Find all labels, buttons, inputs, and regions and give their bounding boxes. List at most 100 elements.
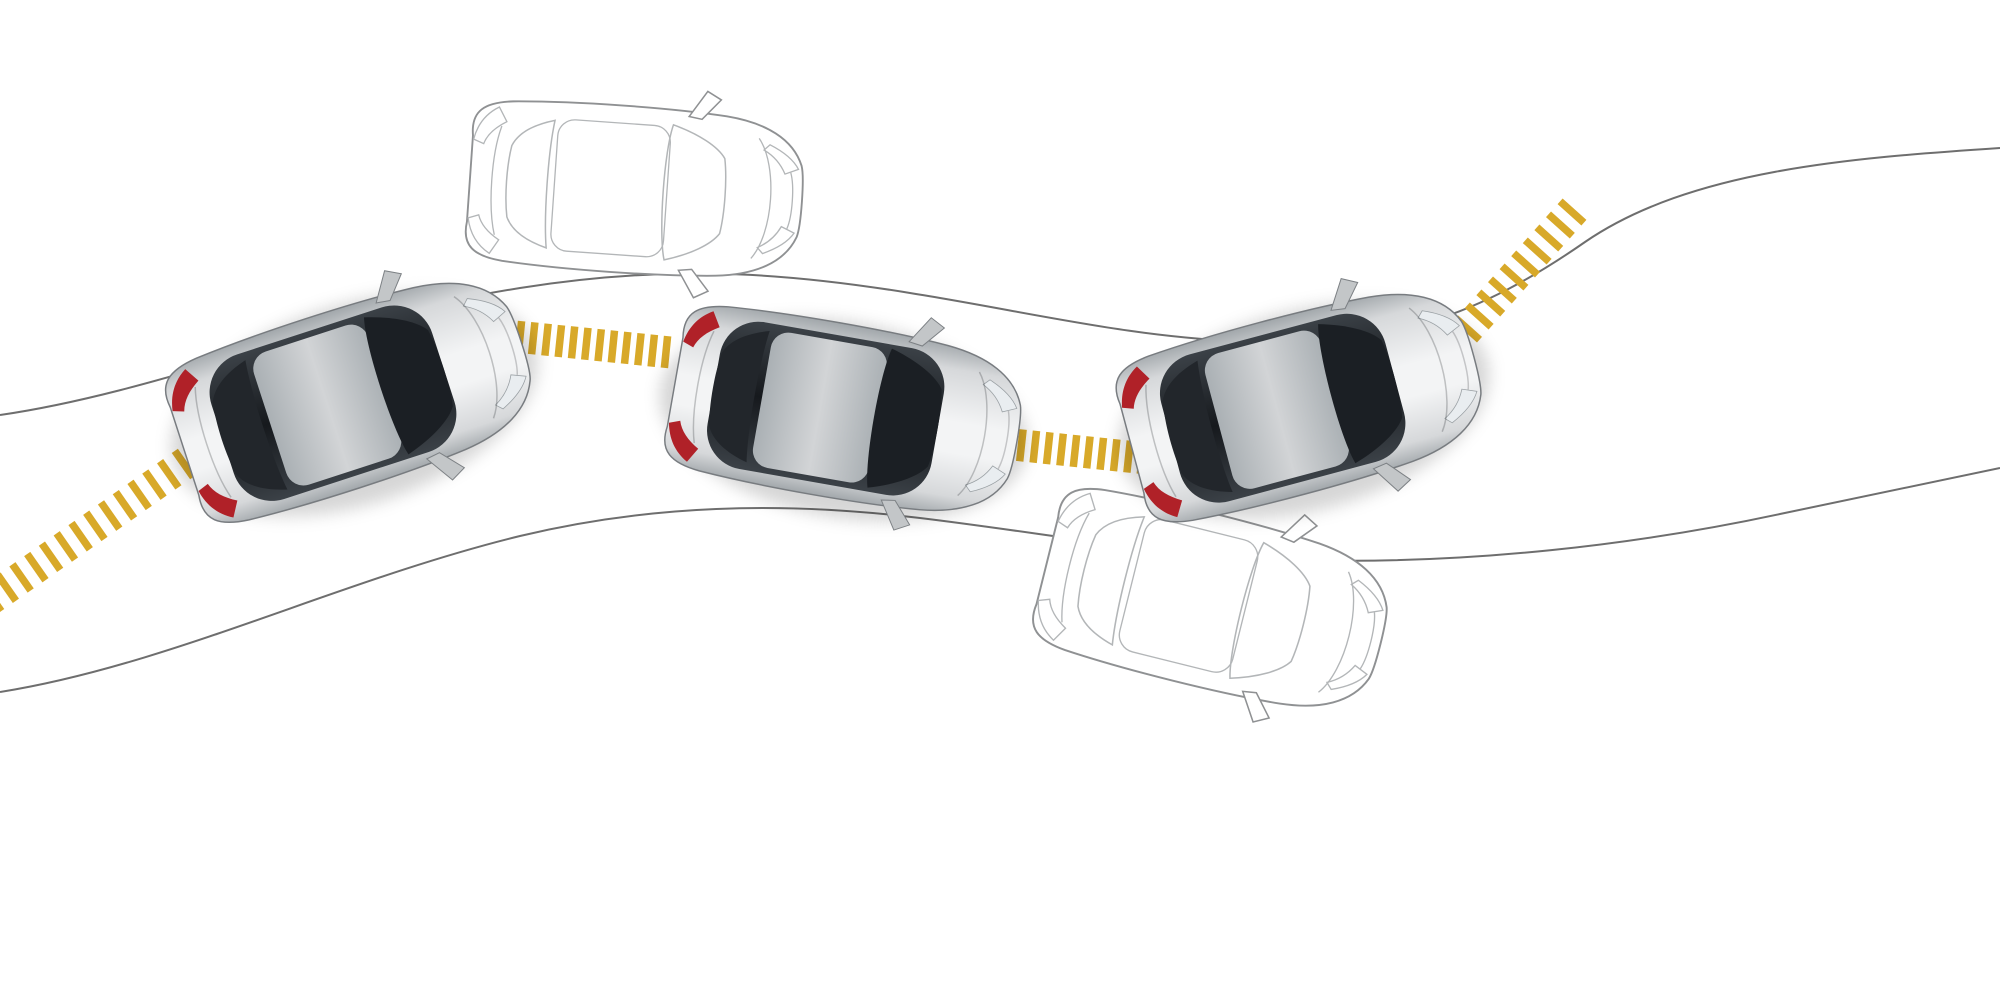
car-body-outline	[464, 100, 804, 277]
windshield-outline	[661, 123, 727, 261]
car-middle	[659, 305, 1028, 531]
lane-tick	[142, 469, 167, 500]
lane-tick	[1545, 211, 1575, 239]
car-roof	[752, 332, 887, 483]
tail-lamp-left-icon	[472, 106, 508, 145]
side-mirror-right-icon	[677, 268, 710, 299]
side-mirror-right-icon	[1372, 462, 1412, 492]
tail-lamp-left-icon	[172, 369, 199, 412]
lane-tick	[647, 334, 659, 367]
lane-tick	[1487, 276, 1517, 304]
lane-tick	[157, 459, 182, 490]
windshield	[867, 348, 942, 488]
side-mirror-left-icon	[908, 317, 946, 347]
trunk-seam-line	[692, 330, 715, 444]
side-mirror-left-icon	[1279, 513, 1319, 544]
headlight-left-icon	[762, 144, 800, 175]
lane-tick	[567, 326, 579, 359]
tail-lamp-right-icon	[467, 214, 500, 255]
headlight-right-icon	[756, 225, 796, 255]
tail-lamp-right-icon	[198, 483, 238, 518]
tail-lamp-left-icon	[1057, 492, 1096, 529]
hood-seam-line	[1408, 307, 1448, 432]
lane-marker-segment-2	[514, 320, 672, 369]
lane-tick	[1029, 430, 1041, 464]
lane-tick	[53, 531, 79, 562]
lane-tick	[1464, 302, 1494, 330]
lane-tick	[1069, 434, 1081, 468]
headlight-right-icon	[494, 374, 527, 410]
lane-tick	[554, 324, 566, 358]
headlight-left-icon	[1350, 579, 1384, 614]
lane-tick	[0, 602, 5, 612]
lane-tick	[1557, 198, 1587, 226]
headlight-right-icon	[1325, 664, 1368, 691]
trunk-seam-line	[490, 125, 503, 235]
car-left	[164, 270, 538, 524]
lane-tick	[83, 510, 108, 542]
trunk-seam-line	[194, 386, 232, 498]
rear-window	[1162, 360, 1233, 492]
car-roof	[253, 324, 402, 486]
headlight-right-icon	[964, 465, 1006, 493]
lane-tick	[9, 562, 34, 593]
nose-seam-line	[1359, 612, 1376, 670]
windshield	[1318, 324, 1403, 464]
side-mirror-left-icon	[1330, 278, 1359, 311]
trunk-seam-line	[1061, 512, 1090, 623]
hood-seam-line	[957, 371, 988, 497]
tail-lamp-left-icon	[1121, 366, 1150, 409]
lane-marker-segment-1	[0, 448, 197, 612]
headlight-left-icon	[982, 379, 1018, 413]
nose-seam-line	[997, 410, 1010, 470]
rear-window	[212, 360, 288, 490]
tail-lamp-right-icon	[1037, 598, 1067, 642]
lane-tick	[127, 479, 152, 511]
lane-tick	[68, 520, 93, 552]
lane-tick	[97, 500, 123, 531]
headlight-left-icon	[462, 298, 506, 323]
side-mirror-right-icon	[425, 452, 466, 481]
trunk-seam-line	[1145, 384, 1177, 498]
lane-tick	[580, 327, 592, 361]
rear-window-outline	[505, 119, 557, 249]
road-edge-bottom	[0, 467, 2000, 693]
windshield-outline	[1229, 541, 1311, 680]
tail-lamp-right-icon	[668, 420, 699, 462]
lane-tick	[112, 489, 138, 521]
lane-tick	[1056, 433, 1068, 466]
lane-tick	[1082, 436, 1094, 469]
car-right	[1115, 278, 1490, 523]
lane-tick	[1499, 263, 1529, 291]
headlight-left-icon	[1417, 310, 1460, 336]
nose-seam-line	[1452, 331, 1469, 390]
lane-tick	[660, 335, 672, 369]
lane-tick	[634, 333, 645, 366]
lane-tick	[1042, 431, 1054, 465]
nose-seam-line	[498, 317, 518, 375]
rear-window-outline	[1077, 516, 1146, 647]
hood-seam-line	[453, 295, 498, 419]
nose-seam-line	[786, 172, 794, 230]
rear-window	[709, 331, 770, 463]
headlight-right-icon	[1444, 388, 1478, 424]
lane-tick	[607, 330, 619, 363]
lane-tick	[0, 572, 19, 603]
side-mirror-right-icon	[1241, 690, 1271, 723]
lane-tick	[541, 323, 552, 356]
car-roof	[1204, 330, 1349, 489]
windshield	[363, 317, 453, 455]
lane-tick	[1522, 237, 1552, 265]
lane-tick	[594, 328, 606, 362]
lane-tick	[38, 541, 64, 573]
lane-tick	[1511, 250, 1541, 278]
lane-tick	[1534, 224, 1564, 252]
car-roof-outline	[1118, 518, 1259, 673]
side-mirror-left-icon	[375, 270, 403, 304]
lane-tick	[1109, 438, 1121, 472]
lane-tick	[24, 551, 49, 583]
lane-tick	[1476, 289, 1506, 317]
side-mirror-left-icon	[687, 90, 723, 121]
